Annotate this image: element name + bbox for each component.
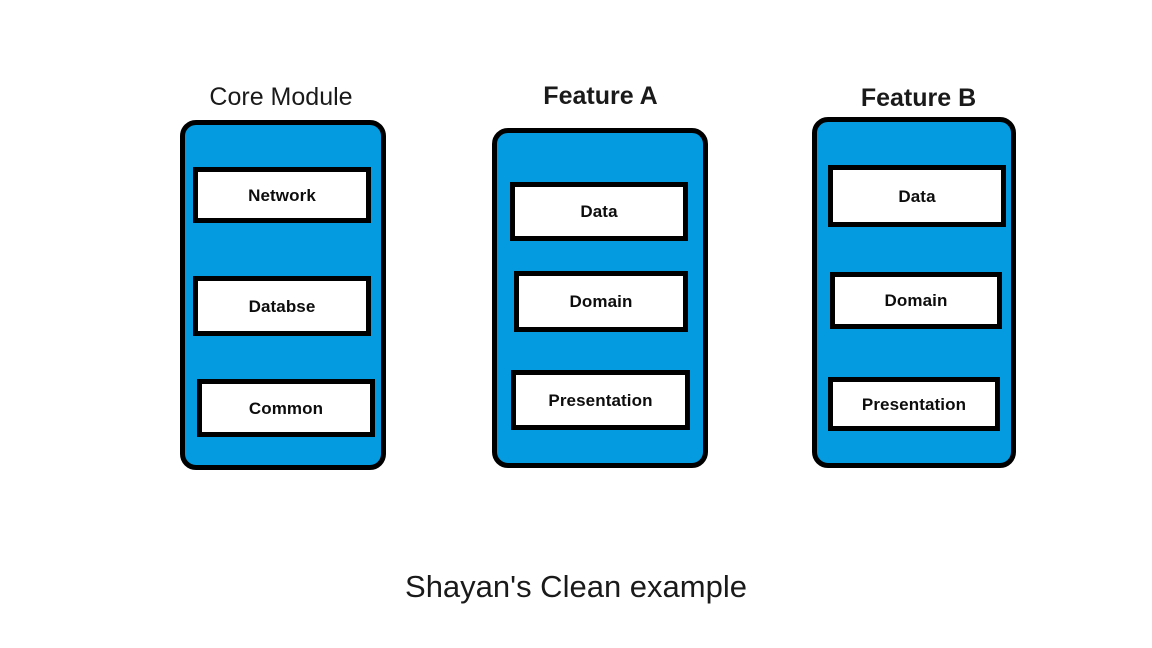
layer-label: Databse: [248, 296, 316, 316]
layer-label: Domain: [569, 292, 633, 311]
layer-box-feature-a-presentation[interactable]: Presentation: [511, 370, 690, 430]
layer-box-feature-b-domain[interactable]: Domain: [830, 272, 1002, 329]
layer-box-feature-b-data[interactable]: Data: [828, 165, 1006, 227]
layer-box-feature-a-domain[interactable]: Domain: [514, 271, 688, 332]
column-title-feature-b: Feature B: [860, 84, 977, 112]
layer-box-core-module-network[interactable]: Network: [193, 167, 371, 223]
layer-label: Data: [898, 186, 936, 206]
layer-label: Network: [248, 185, 316, 205]
diagram-caption: Shayan's Clean example: [405, 569, 747, 604]
layer-box-feature-a-data[interactable]: Data: [510, 182, 688, 241]
layer-label: Presentation: [548, 390, 653, 410]
column-title-core-module: Core Module: [209, 83, 353, 111]
layer-box-core-module-common[interactable]: Common: [197, 379, 375, 437]
layer-label: Presentation: [861, 394, 967, 414]
layer-box-core-module-databse[interactable]: Databse: [193, 276, 371, 336]
column-title-feature-a: Feature A: [543, 82, 658, 110]
layer-box-feature-b-presentation[interactable]: Presentation: [828, 377, 1000, 431]
layer-label: Data: [580, 202, 618, 221]
layer-label: Domain: [884, 291, 948, 310]
layer-label: Common: [248, 398, 324, 418]
